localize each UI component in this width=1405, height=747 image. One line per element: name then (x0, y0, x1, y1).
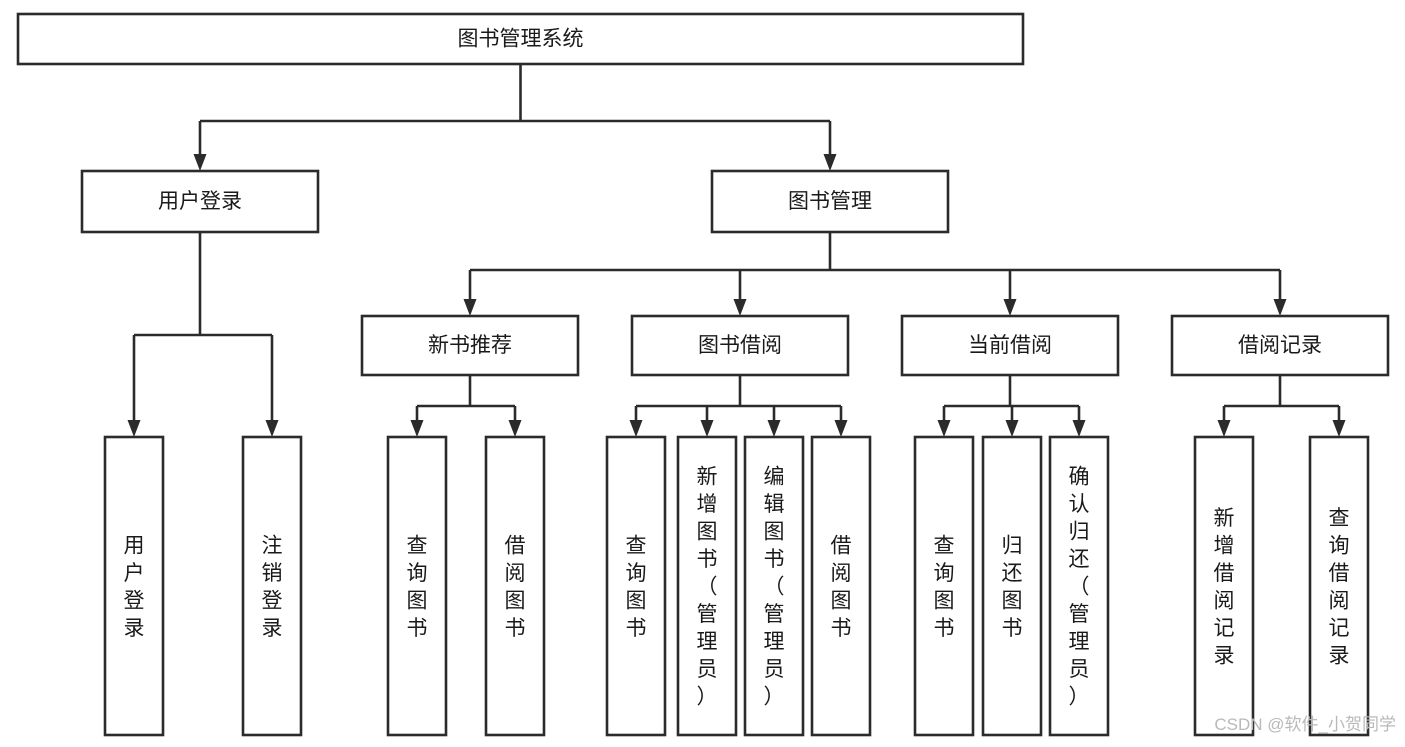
node-l_bb_add[interactable]: 新增图书（管理员） (676, 435, 738, 737)
connector-group-root (193, 64, 837, 171)
node-label-l_bb_add: 新增图书（管理员） (697, 466, 718, 709)
node-l_nr_borrow[interactable]: 借阅图书 (484, 435, 546, 737)
node-l_cb_query[interactable]: 查询图书 (913, 435, 975, 737)
node-l_bb_query[interactable]: 查询图书 (605, 435, 667, 737)
node-n_current[interactable]: 当前借阅 (900, 314, 1120, 377)
node-l_cb_return[interactable]: 归还图书 (981, 435, 1043, 737)
node-box-l_rec_query[interactable] (1308, 435, 1370, 737)
node-l_rec_add[interactable]: 新增借阅记录 (1193, 435, 1255, 737)
node-label-l_user_login: 用户登录 (124, 534, 145, 640)
connector-group-n_record (1217, 375, 1346, 437)
node-l_bb_edit[interactable]: 编辑图书（管理员） (743, 435, 805, 737)
node-box-l_user_login[interactable] (103, 435, 165, 737)
node-box-l_user_logout[interactable] (241, 435, 303, 737)
node-l_bb_borrow[interactable]: 借阅图书 (810, 435, 872, 737)
node-box-l_cb_return[interactable] (981, 435, 1043, 737)
node-label-root: 图书管理系统 (458, 28, 584, 51)
node-l_user_logout[interactable]: 注销登录 (241, 435, 303, 737)
csdn-watermark: CSDN @软件_小贺同学 (1214, 715, 1396, 734)
node-box-n_book_manage[interactable] (710, 169, 950, 234)
node-l_nr_query[interactable]: 查询图书 (386, 435, 448, 737)
node-box-n_borrow[interactable] (630, 314, 850, 377)
node-n_record[interactable]: 借阅记录 (1170, 314, 1390, 377)
node-box-l_bb_query[interactable] (605, 435, 667, 737)
node-box-l_bb_add[interactable] (676, 435, 738, 737)
node-label-n_new_rec: 新书推荐 (428, 334, 512, 357)
node-label-l_user_logout: 注销登录 (262, 534, 283, 640)
node-label-n_current: 当前借阅 (968, 334, 1052, 357)
node-l_user_login[interactable]: 用户登录 (103, 435, 165, 737)
node-box-l_bb_edit[interactable] (743, 435, 805, 737)
node-label-l_bb_borrow: 借阅图书 (831, 534, 852, 640)
node-n_new_rec[interactable]: 新书推荐 (360, 314, 580, 377)
node-box-l_bb_borrow[interactable] (810, 435, 872, 737)
connector-group-n_new_rec (410, 375, 522, 437)
node-label-n_borrow: 图书借阅 (698, 334, 782, 357)
node-label-l_bb_edit: 编辑图书（管理员） (764, 466, 785, 709)
node-label-l_cb_query: 查询图书 (934, 534, 955, 640)
node-n_borrow[interactable]: 图书借阅 (630, 314, 850, 377)
node-root[interactable]: 图书管理系统 (16, 12, 1025, 66)
connector-group-n_current (937, 375, 1086, 437)
node-label-l_cb_return: 归还图书 (1002, 534, 1023, 640)
node-label-n_record: 借阅记录 (1238, 334, 1322, 357)
node-box-l_nr_borrow[interactable] (484, 435, 546, 737)
node-box-l_cb_confirm[interactable] (1048, 435, 1110, 737)
node-label-l_rec_add: 新增借阅记录 (1214, 507, 1235, 668)
node-label-n_user_login: 用户登录 (158, 190, 242, 213)
connectors-layer (127, 64, 1346, 437)
node-box-root[interactable] (16, 12, 1025, 66)
node-box-n_user_login[interactable] (80, 169, 320, 234)
node-label-n_book_manage: 图书管理 (788, 190, 872, 213)
connector-group-n_user_login (127, 232, 279, 437)
node-label-l_nr_query: 查询图书 (407, 534, 428, 640)
node-box-n_new_rec[interactable] (360, 314, 580, 377)
node-l_cb_confirm[interactable]: 确认归还（管理员） (1048, 435, 1110, 737)
node-box-n_current[interactable] (900, 314, 1120, 377)
node-box-n_record[interactable] (1170, 314, 1390, 377)
node-label-l_bb_query: 查询图书 (626, 534, 647, 640)
node-label-l_rec_query: 查询借阅记录 (1329, 507, 1350, 668)
node-box-l_rec_add[interactable] (1193, 435, 1255, 737)
node-n_user_login[interactable]: 用户登录 (80, 169, 320, 234)
node-l_rec_query[interactable]: 查询借阅记录 (1308, 435, 1370, 737)
node-box-l_nr_query[interactable] (386, 435, 448, 737)
node-label-l_nr_borrow: 借阅图书 (505, 534, 526, 640)
node-n_book_manage[interactable]: 图书管理 (710, 169, 950, 234)
connector-group-n_borrow (629, 375, 848, 437)
nodes-layer: 图书管理系统用户登录图书管理新书推荐图书借阅当前借阅借阅记录用户登录注销登录查询… (16, 12, 1390, 737)
node-label-l_cb_confirm: 确认归还（管理员） (1069, 466, 1090, 709)
connector-group-n_book_manage (463, 232, 1287, 316)
node-box-l_cb_query[interactable] (913, 435, 975, 737)
